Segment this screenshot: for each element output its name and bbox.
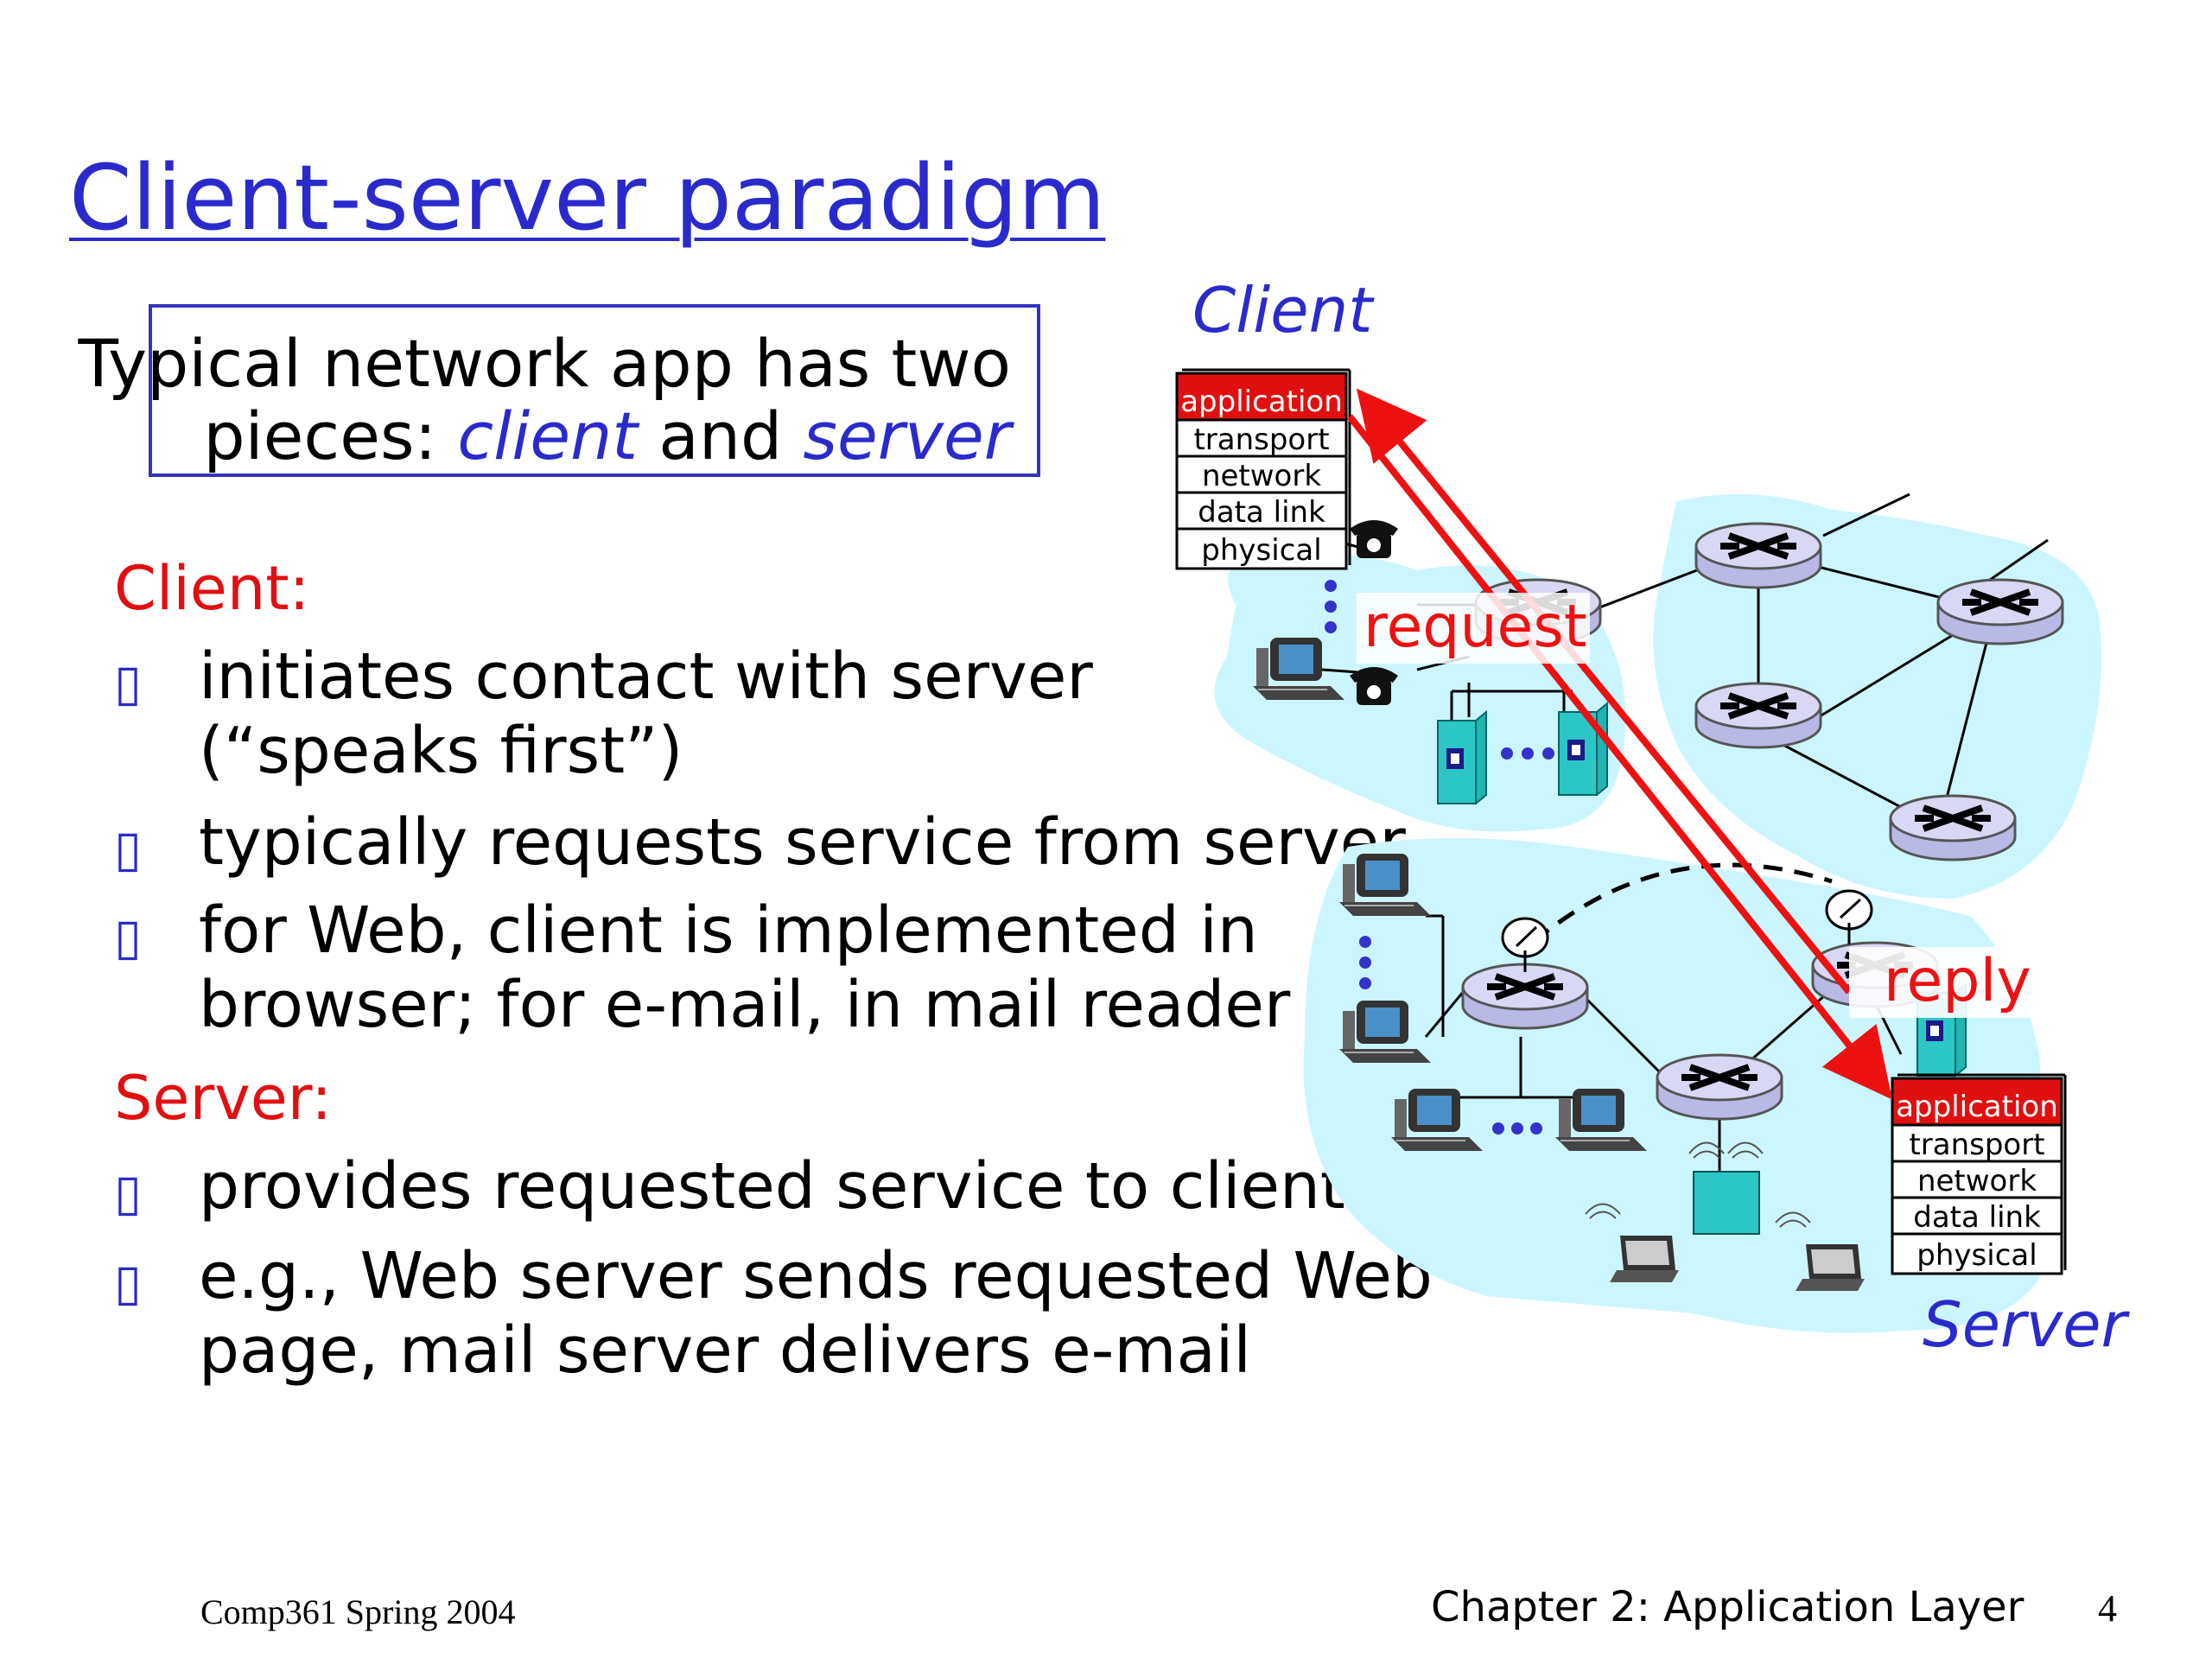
- ellipsis-dot: [1522, 747, 1534, 760]
- ellipsis-dot: [1511, 1122, 1523, 1135]
- summary-server-word: server: [803, 397, 1011, 474]
- summary-prefix: pieces:: [203, 397, 458, 474]
- server-rack-icon: [1558, 702, 1608, 796]
- request-arrow: [1346, 414, 1892, 1100]
- wireless-signal-icon: [1585, 1203, 1811, 1228]
- stack-layer-label: transport: [1909, 1128, 2044, 1162]
- client-bullet-3-line-2: browser; for e-mail, in mail reader: [199, 968, 1291, 1042]
- stack-layer-label: application: [1896, 1090, 2058, 1124]
- stack-layer-label: physical: [1916, 1238, 2037, 1273]
- summary-client-word: client: [457, 397, 639, 474]
- ellipsis-dot: [1530, 1122, 1542, 1135]
- footer-course: Comp361 Spring 2004: [200, 1592, 516, 1631]
- footer-chapter: Chapter 2: Application Layer: [1431, 1583, 2024, 1631]
- bullet-icon: ▯: [114, 907, 142, 966]
- ellipsis-dot: [1325, 580, 1337, 592]
- router-icon: [1696, 524, 1821, 588]
- page-number: 4: [2098, 1587, 2117, 1630]
- server-bullet-1-line-1: provides requested service to client: [199, 1149, 1345, 1224]
- server-protocol-stack: application transport network data link …: [1891, 1073, 2067, 1275]
- ellipsis-dot: [1359, 936, 1371, 948]
- client-protocol-stack: application transport network data link …: [1175, 368, 1351, 570]
- satellite-dish-icon: [1825, 889, 1873, 944]
- stack-layer-label: data link: [1198, 495, 1325, 530]
- router-icon: [1463, 964, 1587, 1028]
- client-bullet-1-line-1: initiates contact with server: [199, 639, 1093, 714]
- stack-layer-label: application: [1180, 385, 1343, 419]
- bullet-icon: ▯: [114, 1253, 142, 1312]
- request-label-bg: [1357, 593, 1590, 664]
- request-label: request: [1363, 593, 1587, 661]
- stack-layer-label: transport: [1193, 423, 1329, 457]
- stack-layer-label: network: [1917, 1164, 2037, 1198]
- router-icon: [1938, 580, 2063, 644]
- server-label: Server: [1923, 1288, 2131, 1361]
- router-icon: [1891, 796, 2015, 860]
- wireless-signal-icon: [1688, 1141, 1764, 1159]
- summary-line-2: pieces: client and server: [203, 397, 1011, 474]
- ellipsis-dot: [1325, 601, 1337, 613]
- stack-layer-label: data link: [1913, 1200, 2041, 1235]
- summary-line-1: Typical network app has two: [78, 325, 1011, 402]
- telephone-icon: [1350, 520, 1398, 558]
- ellipsis-dot: [1359, 957, 1371, 969]
- router-icon: [1657, 1055, 1782, 1119]
- telephone-icon: [1350, 667, 1398, 705]
- summary-and: and: [638, 397, 804, 474]
- summary-box: Typical network app has two pieces: clie…: [78, 304, 1040, 477]
- client-bullet-2-line-1: typically requests service from server: [199, 805, 1406, 880]
- bullet-icon: ▯: [114, 819, 142, 878]
- reply-arrow: [1356, 388, 1853, 995]
- server-rack-icon: [1437, 711, 1487, 804]
- satellite-dish-icon: [1501, 917, 1549, 972]
- server-bullet-2-line-1: e.g., Web server sends requested Web: [199, 1239, 1433, 1313]
- reply-label-bg: [1849, 947, 2039, 1018]
- stack-layer-label: network: [1202, 459, 1321, 493]
- ellipsis-dot: [1325, 621, 1337, 633]
- server-bullet-2-line-2: page, mail server delivers e-mail: [199, 1313, 1251, 1388]
- reply-label: reply: [1884, 947, 2031, 1015]
- ellipsis-dot: [1492, 1122, 1504, 1135]
- client-bullet-3-line-1: for Web, client is implemented in: [199, 893, 1258, 968]
- router-icon: [1696, 683, 1821, 747]
- client-label: Client: [1192, 274, 1375, 346]
- satellite-link: [1532, 862, 1833, 944]
- ellipsis-dot: [1359, 977, 1371, 989]
- wireless-base-station-icon: [1693, 1171, 1760, 1235]
- client-bullet-1-line-2: (“speaks first”): [199, 714, 683, 788]
- ellipsis-dot: [1542, 747, 1554, 760]
- client-heading: Client:: [114, 553, 310, 624]
- bullet-icon: ▯: [114, 1163, 142, 1222]
- slide-title: Client-server paradigm: [69, 145, 1106, 251]
- server-heading: Server:: [114, 1063, 332, 1134]
- ellipsis-dot: [1501, 747, 1513, 760]
- bullet-icon: ▯: [114, 653, 142, 712]
- stack-layer-label: physical: [1201, 533, 1321, 568]
